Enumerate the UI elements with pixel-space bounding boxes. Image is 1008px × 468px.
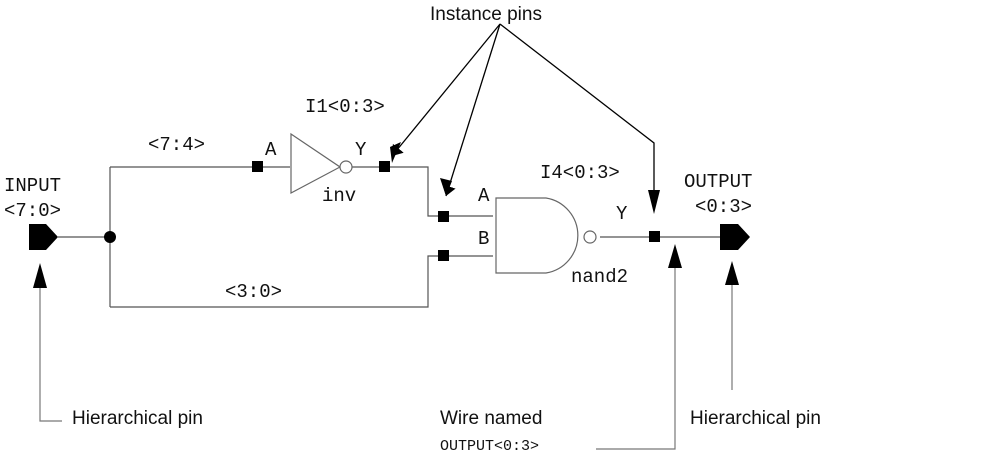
left-hier-pin-leader (39, 285, 62, 422)
wire-lower-bus (110, 255, 493, 308)
inverter-bubble (339, 160, 353, 174)
inverter-cell-name: inv (322, 185, 356, 207)
nand-bubble (583, 230, 597, 244)
output-pin-bus: <0:3> (695, 196, 752, 218)
nand-pin-a[interactable] (438, 211, 449, 222)
inverter-pin-a[interactable] (252, 161, 263, 172)
nand-instance[interactable] (495, 197, 597, 274)
left-hier-pin-label: Hierarchical pin (72, 408, 203, 429)
inverter-instance[interactable] (290, 132, 353, 194)
output-hierarchical-pin[interactable] (720, 224, 750, 250)
input-pin-name: INPUT (4, 175, 61, 197)
nand-pin-a-label: A (478, 185, 490, 207)
nand-pin-y-label: Y (616, 203, 628, 225)
left-hier-pin-callout (33, 263, 62, 422)
instance-pins-callout (390, 23, 660, 214)
inverter-instance-name: I1<0:3> (305, 96, 385, 118)
wire-name-arrowhead (668, 244, 682, 268)
wire-named-label: Wire named (440, 408, 542, 429)
wire-inv-to-nand (352, 166, 493, 217)
arrow-to-nand-pin-a (442, 23, 501, 197)
inverter-pin-y-label: Y (355, 139, 367, 161)
wire-name-value: OUTPUT<0:3> (440, 438, 539, 455)
right-hier-pin-label: Hierarchical pin (690, 408, 821, 429)
nand-pin-b-label: B (478, 228, 489, 250)
nand-cell-name: nand2 (571, 266, 628, 288)
lower-bus-label: <3:0> (225, 281, 282, 303)
nand-pin-b[interactable] (438, 250, 449, 261)
input-hierarchical-pin[interactable] (29, 224, 58, 250)
instance-pins-label: Instance pins (430, 4, 542, 25)
inverter-pin-y[interactable] (379, 161, 390, 172)
arrow-head-nand-pin-a (440, 178, 452, 196)
arrow-head-nand-pin-y (648, 190, 660, 214)
arrow-head-inverter-pin-y (390, 142, 401, 163)
left-hier-pin-arrowhead (33, 263, 47, 288)
junction-dot (104, 231, 116, 243)
wire-name-callout (596, 244, 682, 450)
right-hier-pin-callout (725, 261, 739, 390)
nand-body (495, 197, 579, 274)
wire-name-leader (596, 268, 676, 450)
arrow-to-nand-pin-y-line (499, 23, 655, 190)
output-pin-name: OUTPUT (684, 171, 752, 193)
arrow-to-inverter-pin-y (391, 23, 501, 157)
nand-instance-name: I4<0:3> (540, 162, 620, 184)
right-hier-pin-arrowhead (725, 261, 739, 285)
upper-bus-label: <7:4> (148, 134, 205, 156)
nand-pin-y[interactable] (649, 231, 660, 242)
input-pin-bus: <7:0> (4, 200, 61, 222)
inverter-body (290, 132, 342, 194)
inverter-pin-a-label: A (265, 139, 277, 161)
